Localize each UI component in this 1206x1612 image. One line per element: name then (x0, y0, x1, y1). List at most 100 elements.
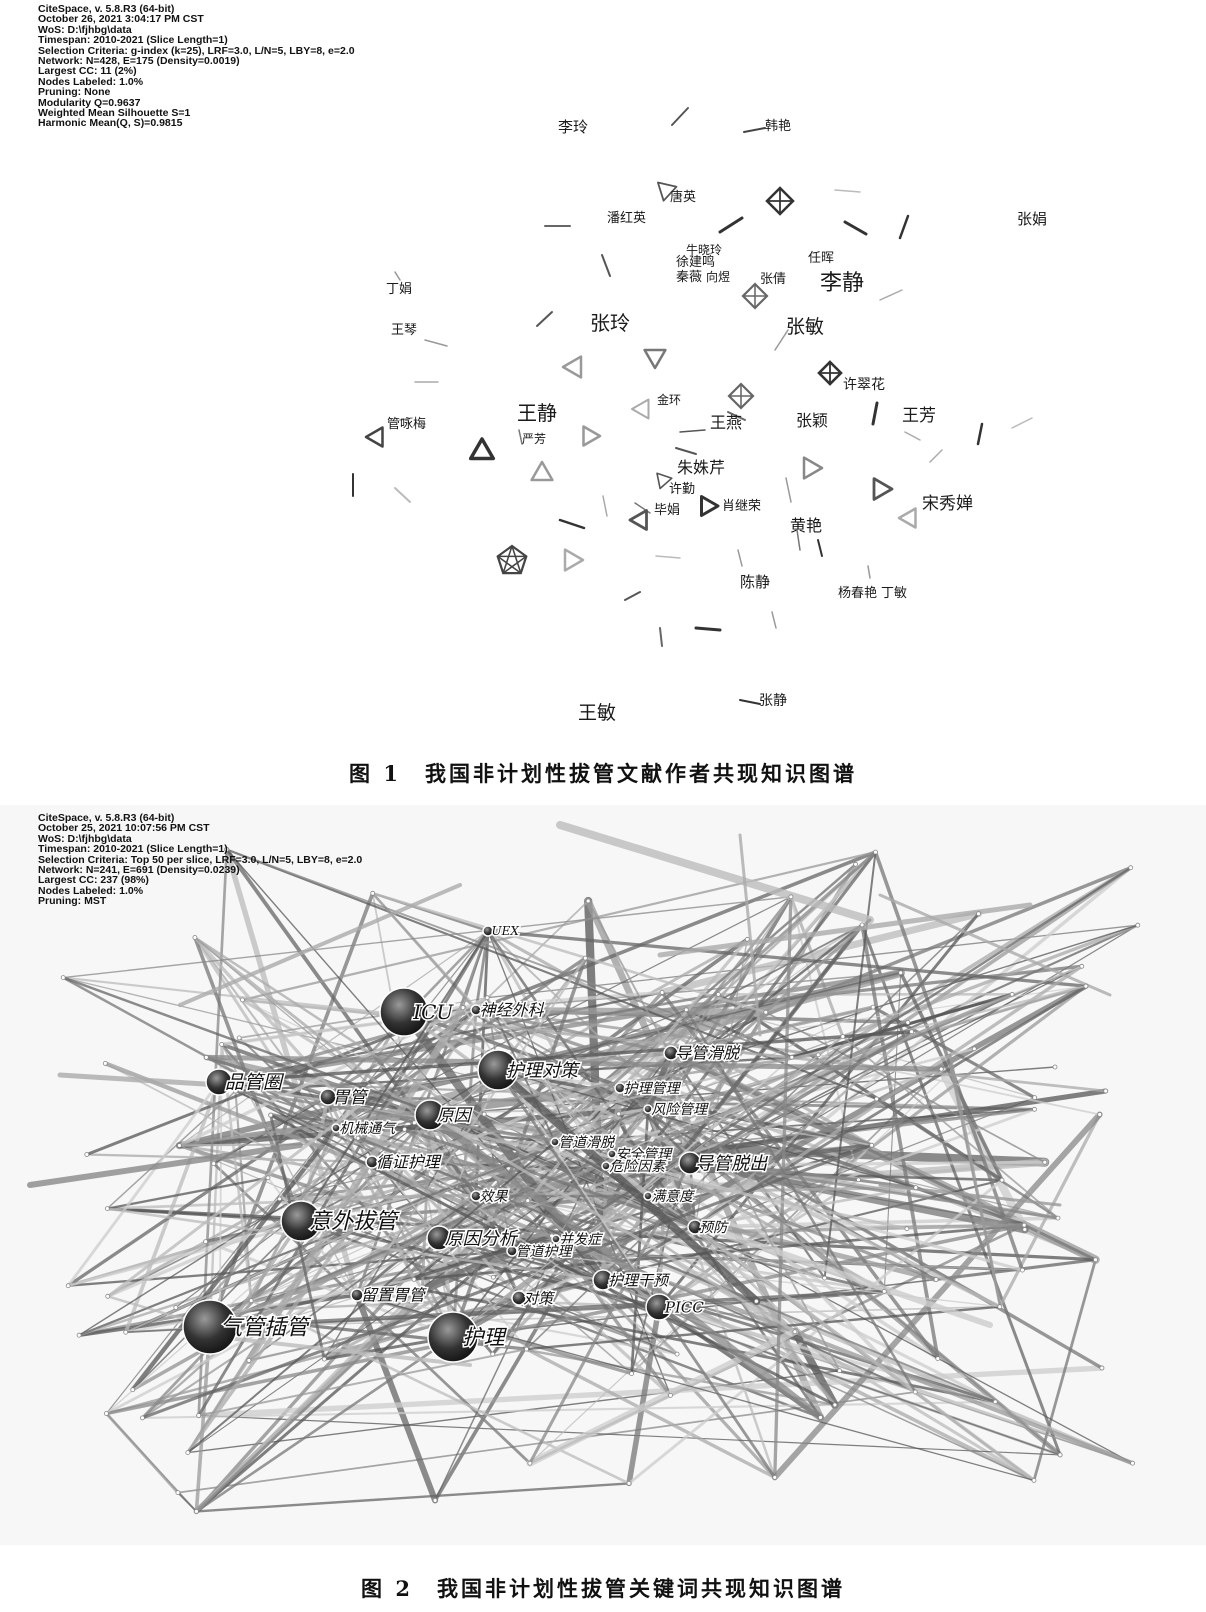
edge (1032, 1258, 1097, 1482)
keyword-node (607, 1149, 617, 1159)
minor-node (123, 1329, 129, 1335)
edge (774, 329, 789, 351)
edge (553, 1140, 1025, 1272)
edge (452, 1036, 844, 1338)
edge (437, 1223, 1026, 1240)
minor-node (832, 1402, 838, 1408)
header-line: Timespan: 2010-2021 (Slice Length=1) (38, 843, 228, 856)
triad-cluster (643, 348, 667, 370)
triad-cluster (561, 355, 583, 379)
minor-node (898, 970, 904, 976)
edge (106, 1207, 605, 1282)
minor-node (582, 955, 588, 961)
edge (217, 1029, 914, 1084)
edge (675, 447, 697, 455)
edge (371, 892, 478, 1012)
edge (679, 429, 706, 433)
keyword-node (280, 1200, 322, 1242)
edge (402, 990, 664, 1014)
clique-edge (502, 545, 513, 574)
author-network-panel: 李玲韩艳唐英潘红英张娟牛晓玲徐建鸣秦薇向煜张倩任晖李静丁娟王琴张玲张敏许翠花金环… (0, 0, 1206, 745)
header-line: Largest CC: 11 (2%) (38, 65, 137, 78)
minor-node (102, 1060, 108, 1066)
header-line: CiteSpace, v. 5.8.R3 (64-bit) (38, 812, 175, 824)
edge (335, 1127, 997, 1403)
minor-node (789, 1054, 795, 1060)
author-label: 王静 (517, 401, 557, 425)
header-line: CiteSpace, v. 5.8.R3 (64-bit) (38, 3, 175, 15)
minor-node (992, 1399, 998, 1405)
minor-node (971, 1046, 977, 1052)
minor-node (715, 991, 721, 997)
edge (195, 1482, 631, 1513)
triad-cluster (468, 437, 496, 461)
header-line: Largest CC: 237 (98%) (38, 874, 149, 887)
triad-cluster (563, 548, 585, 572)
header-line: October 26, 2021 3:04:17 PM CST (38, 13, 204, 26)
minor-node (524, 1346, 529, 1352)
minor-node (1128, 865, 1134, 871)
edge (525, 1305, 1001, 1351)
minor-node (248, 1298, 254, 1304)
edge (371, 891, 768, 1014)
keyword-node (205, 1068, 233, 1096)
header-line: Network: N=241, E=691 (Density=0.0239) (38, 864, 240, 877)
edge (141, 1400, 997, 1419)
author-label: 张静 (759, 693, 787, 709)
minor-node (1135, 922, 1141, 928)
edge (198, 1333, 472, 1367)
header-line: WoS: D:\fjhbg\data (38, 832, 132, 845)
keyword-node (470, 1004, 482, 1016)
edge (57, 1072, 223, 1088)
minor-node (905, 1020, 911, 1025)
edge (875, 1097, 1060, 1220)
triad-cluster (582, 425, 602, 447)
author-label: 向煜 (706, 269, 730, 284)
minor-node (176, 1143, 182, 1148)
keyword-node (678, 1151, 702, 1175)
keyword-label: 意外拔管 (309, 1210, 400, 1235)
edge (412, 1121, 909, 1231)
edge (186, 996, 489, 1454)
minor-node (870, 1004, 876, 1010)
keyword-node (643, 1104, 653, 1114)
edge (225, 848, 604, 1281)
edge (660, 990, 940, 1361)
author-label: 王燕 (710, 413, 742, 432)
edge (248, 1195, 477, 1362)
minor-node (525, 1198, 531, 1204)
keyword-label: 原因 (437, 1106, 474, 1126)
edge (195, 1335, 455, 1513)
keyword-label: 危险因素 (609, 1159, 667, 1175)
edge (684, 1008, 917, 1394)
edge (624, 591, 641, 601)
edge (949, 1064, 1001, 1306)
minor-node (355, 1135, 361, 1141)
edge (771, 611, 777, 629)
keyword-node (592, 1269, 614, 1291)
edge (486, 929, 1088, 988)
minor-node (1052, 1064, 1058, 1070)
keyword-label: 循证护理 (376, 1153, 442, 1172)
edge (426, 1111, 825, 1422)
author-label: 丁敏 (881, 586, 907, 601)
edge (234, 1089, 1060, 1220)
keyword-node (601, 1161, 611, 1171)
minor-node (938, 1066, 944, 1072)
header-line: Weighted Mean Silhouette S=1 (38, 107, 191, 120)
minor-node (105, 1293, 111, 1299)
minor-node (626, 1481, 632, 1486)
minor-node (246, 1358, 252, 1363)
minor-node (913, 1185, 919, 1191)
edge (655, 555, 681, 559)
edge (279, 1108, 649, 1200)
minor-node (104, 1206, 110, 1212)
clique-cluster (496, 544, 528, 575)
edge (140, 1143, 874, 1420)
edge (526, 1328, 799, 1467)
minor-node (65, 1283, 71, 1289)
edge (727, 411, 746, 421)
minor-node (815, 1052, 821, 1058)
minor-node (1099, 1365, 1105, 1371)
edge (193, 936, 797, 1333)
